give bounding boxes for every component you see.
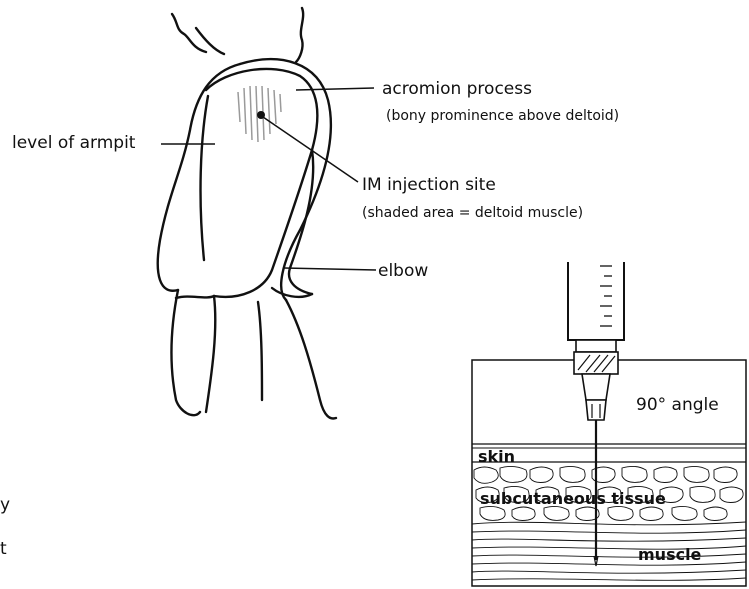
cuff-left <box>176 296 214 298</box>
needle-hub <box>582 374 610 400</box>
syringe-barrel <box>568 262 624 340</box>
label-skin: skin <box>478 447 515 466</box>
syringe-graduations <box>600 266 612 326</box>
label-injection-site: IM injection site <box>362 175 496 195</box>
torso-line <box>258 302 262 400</box>
sleeve-front-edge <box>289 150 313 294</box>
cross-section-frame <box>472 360 746 586</box>
label-armpit: level of armpit <box>12 133 136 153</box>
leader-elbow <box>284 268 376 270</box>
label-subcutaneous: subcutaneous tissue <box>480 489 666 508</box>
leader-acromion <box>296 88 374 90</box>
label-acromion-note: (bony prominence above deltoid) <box>386 108 619 124</box>
shoulder-front-outline <box>240 59 331 300</box>
forearm-outline-right <box>286 300 336 418</box>
hair-outline-right <box>296 8 303 62</box>
arm-illustration <box>158 8 336 418</box>
arm-back-edge <box>201 96 208 260</box>
label-elbow: elbow <box>378 261 428 281</box>
leader-injection-site <box>263 117 358 182</box>
label-acromion: acromion process <box>382 79 532 99</box>
tissue-cross-section <box>472 360 746 586</box>
back-outline <box>158 64 240 291</box>
syringe-hub <box>574 352 618 374</box>
label-angle: 90° angle <box>636 395 719 415</box>
cropped-text-fragment-2: t <box>0 539 7 559</box>
cropped-text-fragment-1: y <box>0 495 10 515</box>
upper-arm-outline <box>206 69 317 297</box>
forearm-outline-left <box>172 290 200 415</box>
label-muscle: muscle <box>638 545 702 564</box>
label-injection-site-note: (shaded area = deltoid muscle) <box>362 205 583 221</box>
forearm-inner-left <box>206 296 215 412</box>
